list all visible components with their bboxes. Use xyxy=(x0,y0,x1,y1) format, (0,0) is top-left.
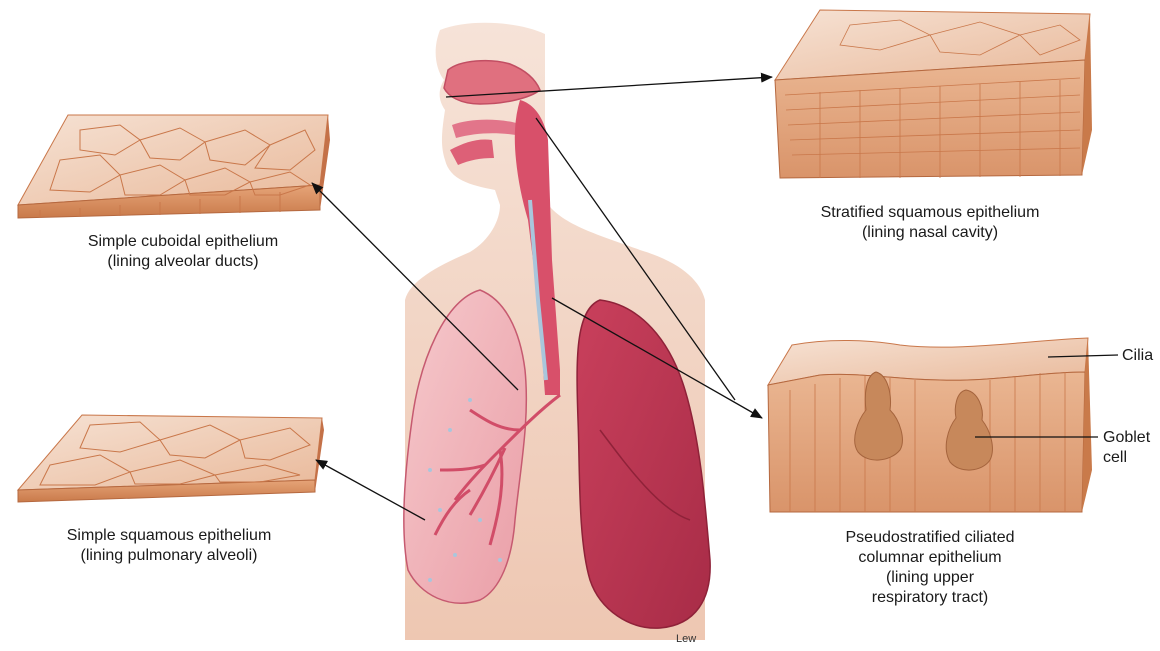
caption-pseudostratified-line1: Pseudostratified ciliated xyxy=(780,528,1080,548)
caption-squamous-title: Simple squamous epithelium xyxy=(24,526,314,546)
caption-cuboidal: Simple cuboidal epithelium (lining alveo… xyxy=(38,232,328,272)
caption-pseudostratified-line3: (lining upper xyxy=(780,568,1080,588)
caption-cuboidal-subtitle: (lining alveolar ducts) xyxy=(38,252,328,272)
caption-stratified-subtitle: (lining nasal cavity) xyxy=(780,223,1080,243)
caption-stratified: Stratified squamous epithelium (lining n… xyxy=(780,203,1080,243)
tissue-block-squamous xyxy=(18,415,324,502)
goblet-cell-label-line1: Goblet xyxy=(1103,428,1150,448)
tissue-block-pseudostratified xyxy=(768,338,1092,512)
goblet-cell-label-line2: cell xyxy=(1103,448,1150,468)
tissue-block-stratified xyxy=(775,10,1092,178)
caption-squamous-subtitle: (lining pulmonary alveoli) xyxy=(24,546,314,566)
caption-pseudostratified: Pseudostratified ciliated columnar epith… xyxy=(780,528,1080,608)
caption-pseudostratified-line2: columnar epithelium xyxy=(780,548,1080,568)
caption-squamous: Simple squamous epithelium (lining pulmo… xyxy=(24,526,314,566)
artist-signature: Lew xyxy=(676,633,696,645)
cilia-label: Cilia xyxy=(1122,346,1153,366)
tissue-block-cuboidal xyxy=(18,115,330,218)
goblet-cell-label: Goblet cell xyxy=(1103,428,1150,468)
caption-pseudostratified-line4: respiratory tract) xyxy=(780,588,1080,608)
caption-stratified-title: Stratified squamous epithelium xyxy=(780,203,1080,223)
caption-cuboidal-title: Simple cuboidal epithelium xyxy=(38,232,328,252)
